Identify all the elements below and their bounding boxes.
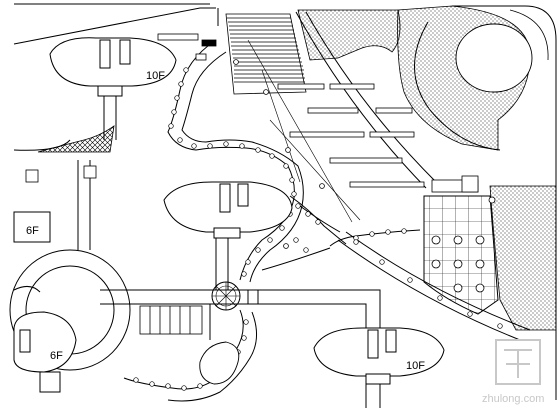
lawn-area-top-right: [297, 5, 549, 151]
utility-boxes: [25, 33, 496, 249]
hatched-lawn: [37, 125, 115, 153]
building-10f-top-left: [49, 37, 177, 140]
pond: [199, 341, 240, 385]
watermark: zhulong.com: [482, 339, 544, 405]
floor-label-6f-mid: 6F: [26, 225, 39, 237]
building-center: [163, 181, 293, 239]
bench-bars: [277, 83, 425, 188]
sightlines: [247, 39, 361, 223]
floor-label-6f-bottom: 6F: [50, 350, 63, 362]
paved-grid-plaza: [423, 175, 499, 315]
lawn-area-right: [489, 185, 557, 331]
building-6f-left-mid: [13, 211, 51, 243]
floor-label-10f-top: 10F: [146, 70, 165, 82]
watermark-text: zhulong.com: [482, 393, 544, 405]
floor-label-10f-bottom: 10F: [406, 360, 425, 372]
circular-paths: [9, 160, 131, 371]
curved-walkway: [295, 11, 531, 341]
round-fountain: [211, 281, 241, 311]
stair-block: [225, 13, 307, 95]
building-10f-bottom-right: [313, 327, 445, 385]
walkway-stairs: [139, 305, 203, 335]
building-6f-left-bottom: [13, 311, 77, 393]
